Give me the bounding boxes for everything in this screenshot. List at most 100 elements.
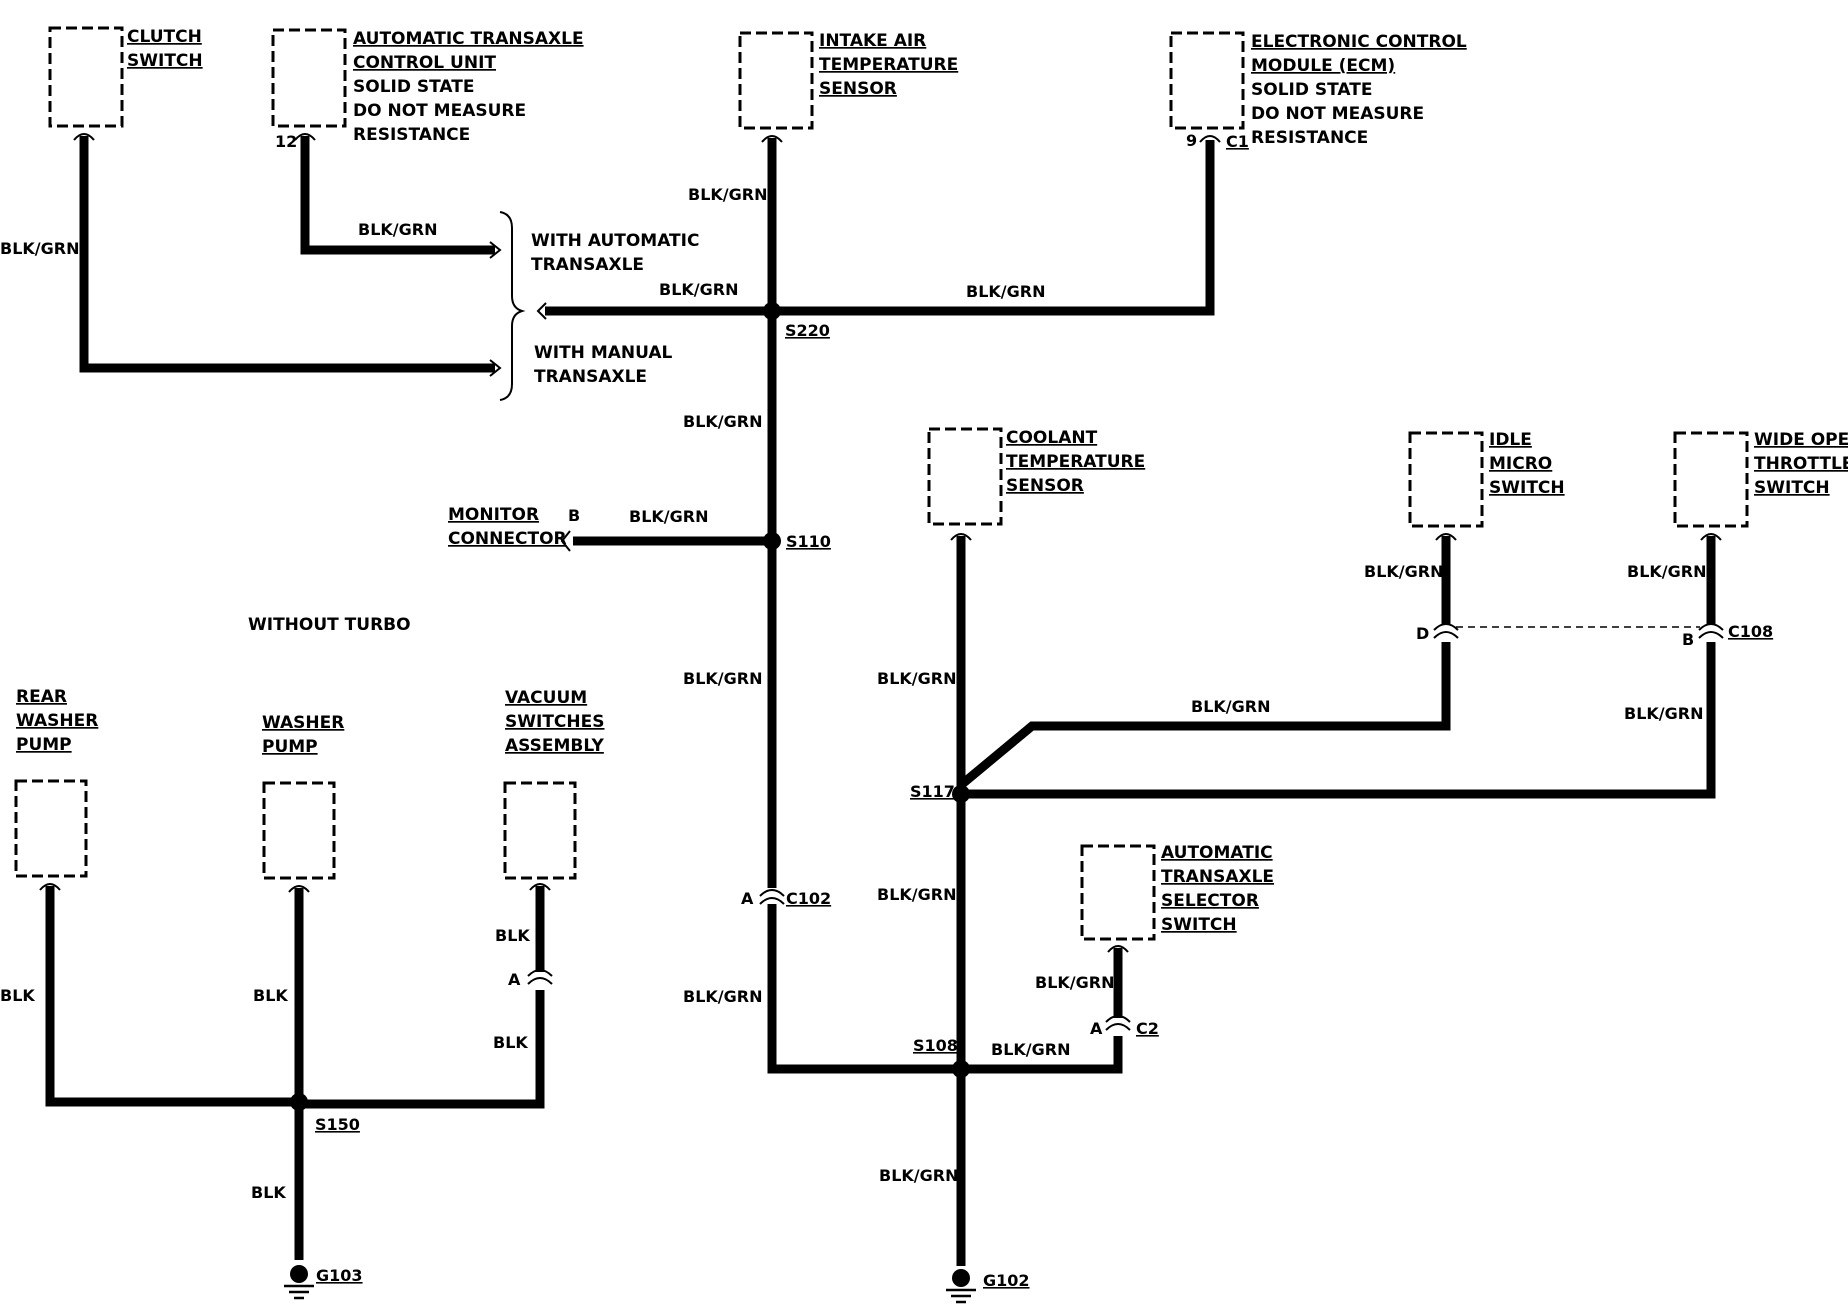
ats-label: SWITCH bbox=[1161, 915, 1237, 935]
clutch-arrow bbox=[489, 359, 502, 377]
ground-g103-icon bbox=[284, 1265, 314, 1300]
wot-label: SWITCH bbox=[1754, 478, 1830, 498]
ground-g102-icon bbox=[946, 1269, 976, 1304]
rear-washer-label: WASHER bbox=[16, 711, 98, 731]
wire-label: BLK bbox=[493, 1033, 528, 1052]
wire-label: BLK/GRN bbox=[991, 1040, 1070, 1059]
wire-ats-s108 bbox=[961, 1036, 1123, 1074]
rear-washer-terminal bbox=[39, 883, 61, 891]
note-with-manual: TRANSAXLE bbox=[534, 367, 647, 387]
c2-connector-icon bbox=[1105, 1015, 1131, 1031]
c108-connector-d-icon bbox=[1433, 623, 1459, 639]
wire-label: BLK/GRN bbox=[683, 412, 762, 431]
splices bbox=[290, 302, 970, 1111]
ats-label: AUTOMATIC bbox=[1161, 843, 1273, 863]
coolant-label: SENSOR bbox=[1006, 476, 1084, 496]
monitor-label: MONITOR bbox=[448, 505, 539, 525]
wire-s117-idle bbox=[958, 642, 1451, 789]
splice-s110 bbox=[763, 532, 781, 550]
svg-text:INTAKE AIR TEMPERATURE: INTAKE AIR TEMPERATURE SENSOR bbox=[819, 31, 964, 99]
wire-atcu bbox=[300, 136, 495, 255]
clutch-label: CLUTCH bbox=[127, 27, 202, 47]
ecm-terminal bbox=[1199, 135, 1221, 143]
vacuum-label: SWITCHES bbox=[505, 712, 604, 732]
clutch-switch-box bbox=[48, 26, 124, 128]
vacuum-connector-icon bbox=[527, 969, 553, 985]
wire-label: BLK/GRN bbox=[1191, 697, 1270, 716]
ecm-label: ELECTRONIC CONTROL bbox=[1251, 32, 1467, 52]
ats-label: TRANSAXLE bbox=[1161, 867, 1274, 887]
notes: WITH AUTOMATIC TRANSAXLE WITH MANUAL TRA… bbox=[248, 231, 705, 635]
atcu-label: RESISTANCE bbox=[353, 125, 470, 145]
wire-label: BLK/GRN bbox=[1364, 562, 1443, 581]
ats-terminal bbox=[1107, 945, 1129, 953]
wot-label: WIDE OPEN bbox=[1754, 430, 1848, 450]
svg-text:COOLANT TEMPERATURE: COOLANT TEMPERATURE SENSOR bbox=[1006, 428, 1151, 496]
wire-label: BLK/GRN bbox=[683, 987, 762, 1006]
svg-text:REAR WASHER PUMP: REAR WASHER PUMP bbox=[16, 687, 104, 755]
note-without-turbo: WITHOUT TURBO bbox=[248, 615, 411, 635]
wot-switch-box bbox=[1673, 431, 1749, 528]
label-c108-pin-d: D bbox=[1416, 624, 1429, 643]
monitor-label: CONNECTOR bbox=[448, 529, 567, 549]
label-c2-pin: A bbox=[1090, 1019, 1103, 1038]
atcu-label: DO NOT MEASURE bbox=[353, 101, 526, 121]
iat-label: TEMPERATURE bbox=[819, 55, 958, 75]
wot-label: THROTTLE bbox=[1754, 454, 1848, 474]
wire-s220-ecm bbox=[772, 140, 1215, 316]
wire-label: BLK/GRN bbox=[659, 280, 738, 299]
label-s150: S150 bbox=[315, 1115, 360, 1134]
wire-label: BLK/GRN bbox=[1627, 562, 1706, 581]
s220-arrow bbox=[536, 302, 547, 320]
wire-label: BLK bbox=[251, 1183, 286, 1202]
option-bracket bbox=[499, 211, 526, 401]
wot-terminal bbox=[1700, 533, 1722, 541]
coolant-label: COOLANT bbox=[1006, 428, 1098, 448]
wire-s117-wot bbox=[961, 642, 1716, 799]
note-with-auto: TRANSAXLE bbox=[531, 255, 644, 275]
atcu-box bbox=[271, 28, 347, 128]
wires bbox=[45, 136, 1716, 1266]
coolant-terminal bbox=[950, 533, 972, 541]
vacuum-switches-box bbox=[503, 781, 577, 880]
washer-label: PUMP bbox=[262, 737, 318, 757]
wire-clutch bbox=[79, 136, 495, 373]
washer-label: WASHER bbox=[262, 713, 344, 733]
atcu-label: SOLID STATE bbox=[353, 77, 474, 97]
atcu-label: AUTOMATIC TRANSAXLE bbox=[353, 29, 584, 49]
label-s108: S108 bbox=[913, 1036, 958, 1055]
iat-label: INTAKE AIR bbox=[819, 31, 926, 51]
label-c108: C108 bbox=[1728, 622, 1773, 641]
label-g102: G102 bbox=[983, 1271, 1030, 1290]
svg-text:WITH AUTOMATIC TRANSAXLE: WITH AUTOMATIC TRANSAXLE bbox=[531, 231, 705, 275]
terminals bbox=[39, 133, 1722, 953]
svg-text:WASHER PUMP: WASHER PUMP bbox=[262, 713, 350, 757]
ecm-label: SOLID STATE bbox=[1251, 80, 1372, 100]
inline-connectors bbox=[527, 623, 1724, 1031]
ats-label: SELECTOR bbox=[1161, 891, 1259, 911]
atcu-label: CONTROL UNIT bbox=[353, 53, 496, 73]
svg-text:ELECTRONIC CONTROL MODUL: ELECTRONIC CONTROL MODULE (ECM) SOLID ST… bbox=[1251, 32, 1473, 148]
wire-label: BLK/GRN bbox=[629, 507, 708, 526]
vacuum-terminal bbox=[529, 883, 551, 891]
ecm-connector-c1: C1 bbox=[1226, 132, 1249, 151]
c108-connector-b-icon bbox=[1698, 623, 1724, 639]
label-c108-pin-b: B bbox=[1682, 630, 1694, 649]
coolant-sensor-box bbox=[927, 427, 1003, 526]
wire-label: BLK/GRN bbox=[1624, 704, 1703, 723]
svg-text:WIDE OPEN THROTTLE: WIDE OPEN THROTTLE SWITCH bbox=[1754, 430, 1848, 498]
wire-label: BLK/GRN bbox=[877, 669, 956, 688]
id-labels: S220 S110 S117 S108 S150 C102 A C108 D B… bbox=[315, 321, 1773, 1290]
component-labels: CLUTCH SWITCH AUTOMATIC TRANSAXLE CONTRO… bbox=[16, 27, 1848, 935]
idle-label: SWITCH bbox=[1489, 478, 1565, 498]
splice-s220 bbox=[763, 302, 781, 320]
ecm-label: DO NOT MEASURE bbox=[1251, 104, 1424, 124]
wire-label: BLK/GRN bbox=[1035, 973, 1114, 992]
idle-terminal bbox=[1435, 533, 1457, 541]
ecm-box bbox=[1169, 31, 1245, 130]
iat-label: SENSOR bbox=[819, 79, 897, 99]
washer-terminal bbox=[288, 885, 310, 893]
note-with-manual: WITH MANUAL bbox=[534, 343, 673, 363]
label-c2: C2 bbox=[1136, 1019, 1159, 1038]
wire-label: BLK/GRN bbox=[683, 669, 762, 688]
